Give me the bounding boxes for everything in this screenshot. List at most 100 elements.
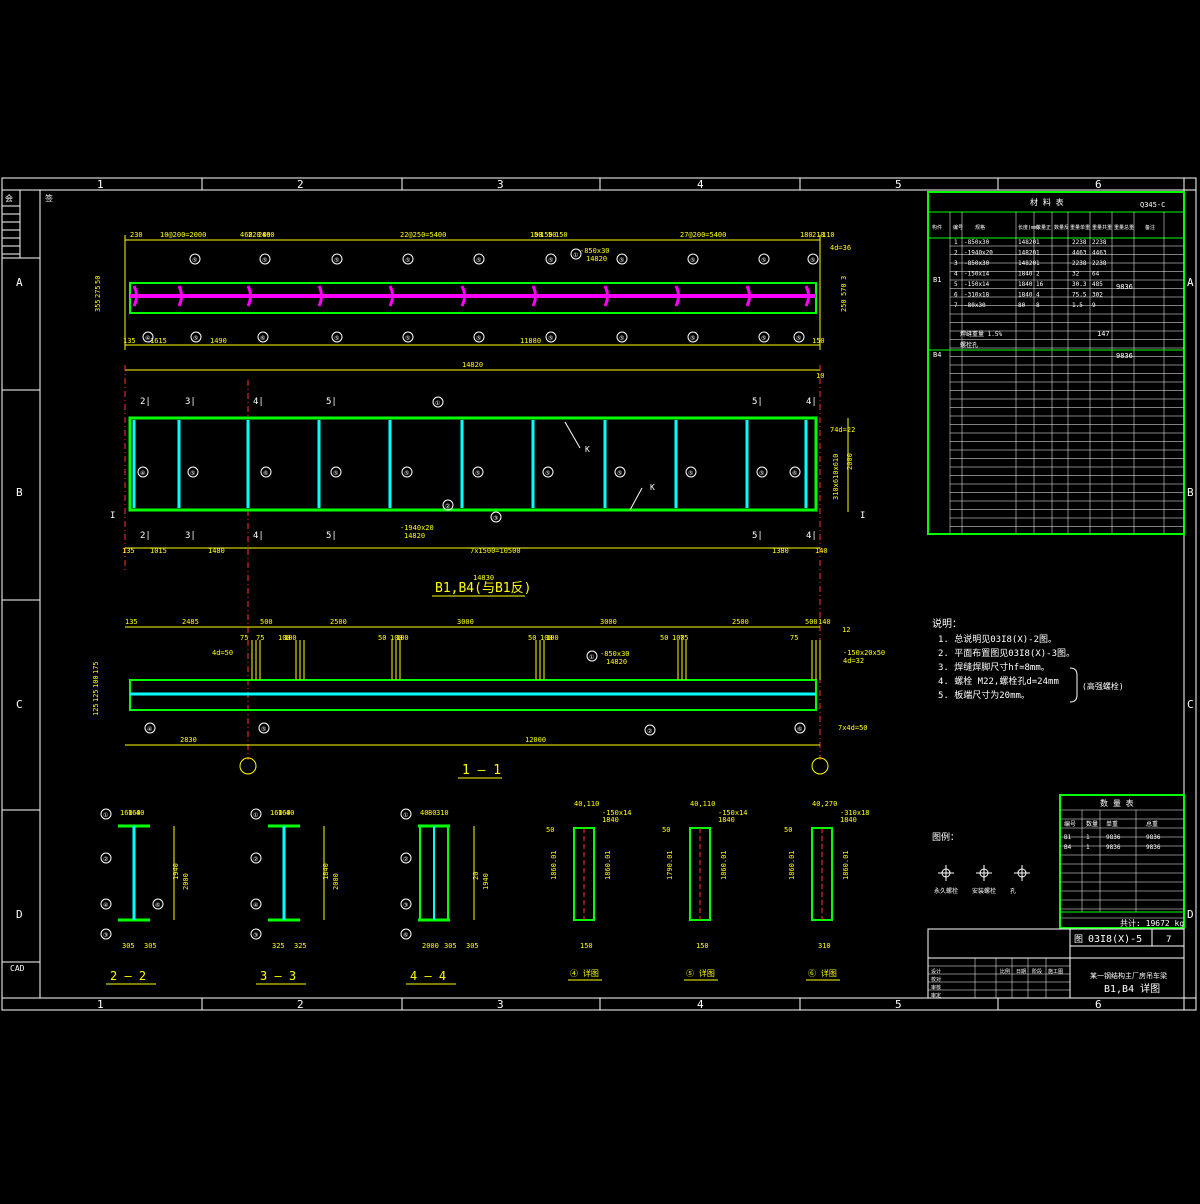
marker-text: ② [647,728,652,735]
weld-weight: 147 [1097,330,1110,338]
marker-circle [472,466,484,478]
table-cell: 1 [954,239,958,246]
marker-text: ① [253,812,258,819]
marker-circle [614,466,626,478]
dim-12000: 12000 [525,736,546,744]
marker-text: ③ [253,932,258,939]
meta-label: 阶段 [1032,968,1042,975]
dim-text: 1940 [482,873,490,890]
section-mark: 4| [253,397,264,407]
dim-text: 150 [540,231,553,239]
dim-text: 40 [136,809,144,817]
dim-text: 1790.01 [666,850,674,880]
k-label-2: K [650,483,655,492]
table-cell: 4 [954,271,958,278]
plate [811,827,833,921]
dim-text: 1940 [172,863,180,880]
dim-text: 3 [840,276,848,280]
marker-circle [793,331,805,343]
note-item: 4. 螺栓 M22,螺栓孔d=24mm [938,675,1059,687]
dim-text: 1860.01 [604,850,612,880]
marker-circle [542,466,554,478]
dim-text: 50 [660,634,668,642]
dim-text: 100 [278,634,291,642]
dim-text: 570 [840,283,848,296]
dim-text: -310x18 [840,809,870,817]
marker-text: ① [103,812,108,819]
marker-text: ② [445,503,450,510]
marker-text: ① [589,654,594,661]
note-item: 5. 板端尺寸为20mm。 [938,689,1030,701]
right-dim-2000: 2000 [846,453,854,470]
marker-circle [187,466,199,478]
row-label: A [1187,276,1194,289]
dim-text: 250 [840,299,848,312]
table-cell: 8 [1036,302,1040,309]
marker-circle [250,928,262,940]
marker-text: ⑥ [155,902,160,909]
marker-text: ④ [253,902,258,909]
header-cell: 数量 [1086,820,1098,828]
marker-text: ⑥ [792,470,797,477]
section-mark: 5| [752,397,763,407]
role-label: 设计 [931,968,941,975]
header-cell: 数量正 [1036,224,1051,231]
bolt-row: 螺栓孔 [960,341,978,349]
marker-circle [331,253,343,265]
marker-circle [144,722,156,734]
notes: 说明： 1. 总说明见03I8(X)-2图。2. 平面布置图见03I8(X)-3… [932,617,1124,703]
marker-circle [432,396,444,408]
dim-text: 50 [528,634,536,642]
dim-text: 75 [790,634,798,642]
marker-text: ⑤ [334,335,339,342]
marker-text: ④ [103,902,108,909]
dim-text: 50 [534,231,542,239]
table-cell: 302 [1092,292,1103,299]
marker-circle [189,253,201,265]
row-label: B [1187,486,1194,499]
legend-title: 图例： [932,831,959,843]
plate-length: 14820 [586,255,607,263]
table-cell: 2 [954,250,958,257]
column-label: 3 [497,178,504,191]
marker-circle [807,253,819,265]
header-cell: 编号 [1064,820,1076,828]
marker-circle [586,650,598,662]
marker-circle [442,499,454,511]
table-cell: -80x30 [964,302,986,309]
legend: 图例： 永久螺栓安装螺栓孔 [932,831,1030,895]
marker-text: ⑤ [333,470,338,477]
marker-circle [687,253,699,265]
sheet-no: 7 [1166,935,1171,945]
side-label-cad: CAD [10,964,25,973]
beam-elevation [128,416,818,512]
marker-circle [545,253,557,265]
role-label: 审核 [931,984,941,991]
row-label: C [16,698,23,711]
table-cell: 4 [1036,292,1040,299]
dim-text: 305 [144,942,157,950]
table-cell: 9836 [1146,844,1161,851]
plate-length: 14820 [606,658,627,666]
marker-text: ② [253,856,258,863]
marker-circle [616,253,628,265]
dim-text: 160 [128,809,141,817]
side-label-hui: 会 [5,193,13,203]
dim-text: 10@200=2000 [160,231,206,239]
dim-text: 125 [92,689,100,702]
marker-circle [250,808,262,820]
dim-text: 2500 [330,618,347,626]
table-cell: 7 [954,302,958,309]
marker-circle [100,852,112,864]
marker-text: ⑥ [260,335,265,342]
dim-text: 100 [390,634,403,642]
group-b4: B4 [933,351,941,359]
marker-text: ⑥ [403,932,408,939]
dim-text: 355 [94,299,102,312]
table-cell: 2 [1036,271,1040,278]
dim-text: 135 [125,618,138,626]
